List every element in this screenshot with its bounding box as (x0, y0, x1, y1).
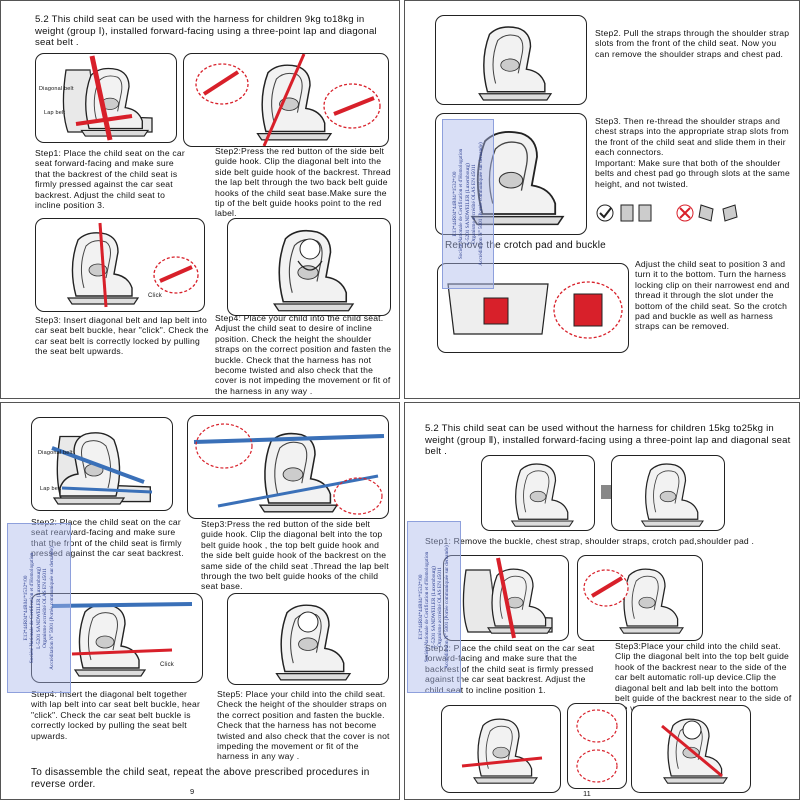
page-number: 9 (190, 787, 195, 796)
page4-step1-text: Step1: Remove the buckle, chest strap, s… (425, 536, 755, 546)
click-label: Click (160, 662, 174, 668)
certification-stamp: E13*44R04*44R04/*1532*/00 Société Nation… (7, 523, 71, 693)
illustration-rear-buckle: Click (31, 593, 203, 683)
illustration-forward-seat: Diagonal belt Lap belt (35, 53, 177, 143)
diagonal-belt-label: Diagonal belt (38, 450, 73, 456)
certification-stamp: E13*44R04*44R04/*1532*/00 Société Nation… (407, 521, 461, 693)
illustration-child-forward (441, 705, 561, 793)
illustration-without-harness (611, 455, 725, 531)
page2-important-text: Important: Make sure that both of the sh… (595, 158, 790, 189)
disassemble-note: To disassemble the child seat, repeat th… (31, 767, 370, 790)
section-header: 5.2 This child seat can be used with the… (35, 14, 377, 48)
illustration-belt-detail (567, 703, 627, 789)
click-label: Click (148, 293, 162, 299)
illustration-forward-incline (443, 555, 569, 641)
stamp-line: Accréditation N° 5001 (Portée communiqué… (443, 545, 450, 669)
section-header: 5.2 This child seat can be used without … (425, 423, 791, 457)
manual-page-2: Step2. Pull the straps through the shoul… (404, 0, 800, 399)
crotch-removal-text: Adjust the child seat to position 3 and … (635, 259, 790, 332)
illustration-child-seated (227, 218, 391, 316)
page-number: 11 (583, 789, 591, 798)
stamp-line: Accréditation N° 5001 (Portée communiqué… (477, 142, 484, 266)
illustration-shoulder-straps (435, 15, 587, 105)
illustration-rear-child (227, 593, 389, 685)
page3-step4-text: Step4: Insert the diagonal belt together… (31, 689, 201, 741)
page4-step3-text: Step3:Place your child into the child se… (615, 641, 792, 713)
illustration-rearward-seat: Diagonal belt Lap belt (31, 417, 173, 511)
remove-crotch-title: Remove the crotch pad and buckle (445, 240, 606, 251)
step1-text: Step1: Place the child seat on the car s… (35, 148, 185, 211)
page4-step2-text: Step2: Place the child seat on the car s… (425, 643, 595, 695)
illustration-with-harness (481, 455, 595, 531)
page3-step3-text: Step3:Press the red button of the side b… (201, 519, 389, 592)
page3-step2-text: Step2: Place the child seat on the car s… (31, 517, 184, 559)
stamp-line: Société Nationale de Certification et d'… (424, 551, 431, 663)
illustration-top-guide-hook (187, 415, 389, 519)
stamp-line: Société Nationale de Certification et d'… (458, 148, 465, 260)
illustration-crotch-buckle (437, 263, 629, 353)
correct-incorrect-icons (593, 199, 753, 227)
lap-belt-label: Lap belt (44, 110, 66, 116)
stamp-line: Société Nationale de Certification et d'… (29, 552, 36, 664)
page3-step5-text: Step5: Place your child into the child s… (217, 689, 390, 762)
manual-page-3: Diagonal belt Lap belt Step2: Place the … (0, 402, 400, 800)
illustration-final-fit (631, 705, 751, 793)
diagonal-belt-label: Diagonal belt (39, 86, 74, 92)
manual-page-4: 5.2 This child seat can be used without … (404, 402, 800, 800)
illustration-side-hook (183, 53, 389, 147)
page2-step2-text: Step2. Pull the straps through the shoul… (595, 28, 790, 59)
step4-text: Step4: Place your child into the child s… (215, 313, 392, 396)
lap-belt-label: Lap belt (40, 486, 62, 492)
illustration-clip-belt (577, 555, 703, 641)
illustration-buckle: Click (35, 218, 205, 312)
certification-stamp: E13*44R04*44R04/*1532*/00 Société Nation… (442, 119, 494, 289)
page2-step3-text: Step3. Then re-thread the shoulder strap… (595, 116, 789, 158)
step2-text: Step2:Press the red button of the side b… (215, 146, 391, 219)
manual-page-1: 5.2 This child seat can be used with the… (0, 0, 400, 399)
step3-text: Step3: Insert diagonal belt and lap belt… (35, 315, 209, 357)
illustration-rethread (435, 113, 587, 235)
stamp-line: Accréditation N° 5001 (Portée communiqué… (48, 546, 55, 670)
